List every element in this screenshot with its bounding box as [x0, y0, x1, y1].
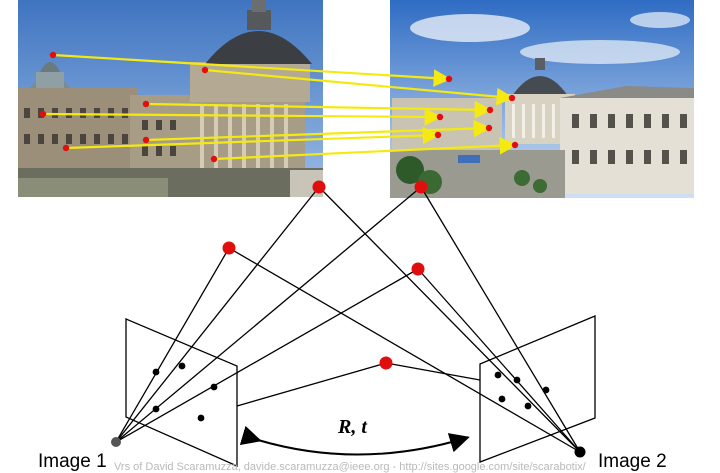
camera-center-1: [111, 437, 121, 447]
relative-motion-arrow: [239, 425, 470, 456]
camera-center-2: [574, 446, 586, 458]
match-2: [204, 68, 515, 106]
match-4: [42, 108, 443, 126]
photo-right: [390, 0, 694, 198]
photo-left: [18, 0, 323, 197]
credit-text: Vrs of David Scaramuzza, davide.scaramuz…: [114, 461, 586, 473]
match-1: [52, 53, 452, 87]
match-7: [213, 136, 518, 161]
image-2-label: Image 2: [598, 451, 667, 472]
match-keypoints: [39, 51, 519, 163]
image-plane-2: [479, 315, 596, 463]
image-2-projections: [494, 371, 550, 410]
motion-label: R, t: [338, 416, 367, 438]
rays-camera-2: [228, 186, 581, 453]
image-plane-1: [125, 318, 238, 467]
feature-matches: [42, 53, 518, 161]
world-points: [222, 180, 428, 370]
image-1-projections: [152, 362, 218, 422]
rays-camera-1: [115, 186, 422, 443]
image-1-label: Image 1: [38, 451, 107, 472]
match-6: [65, 126, 441, 150]
